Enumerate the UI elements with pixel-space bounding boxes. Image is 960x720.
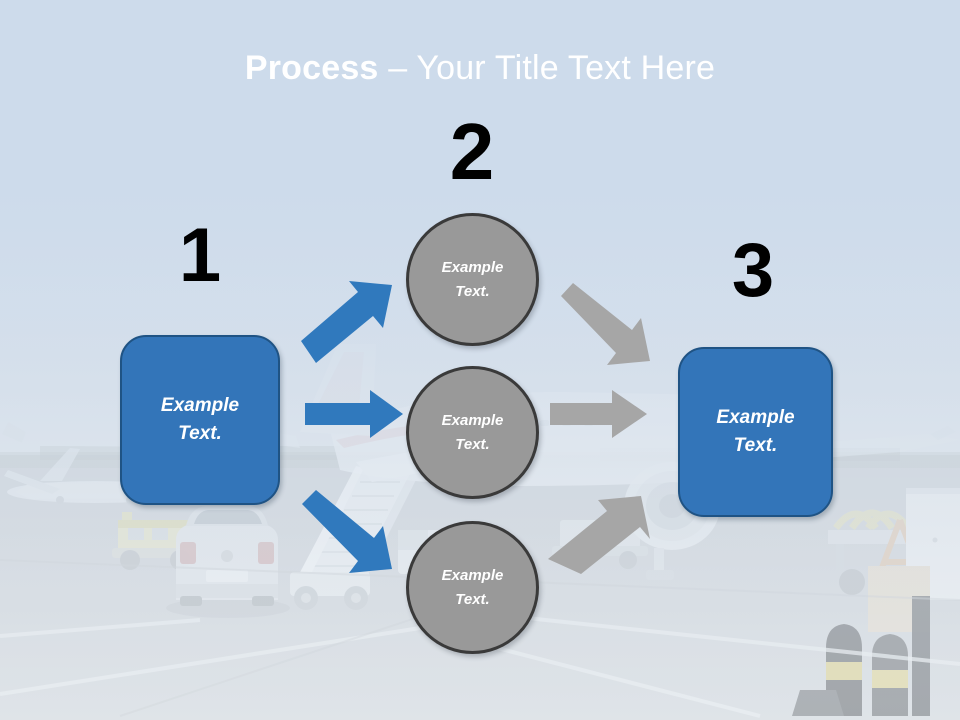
process-circle-top[interactable]: Example Text.: [406, 213, 539, 346]
page-title: Process – Your Title Text Here: [0, 49, 960, 87]
process-box-left-line1: Example: [160, 394, 240, 416]
process-circle-middle[interactable]: Example Text.: [406, 366, 539, 499]
process-box-left-text: Example Text.: [161, 392, 239, 449]
process-circle-bottom-line2: Text.: [455, 590, 490, 608]
process-circle-bottom-line1: Example: [441, 567, 504, 585]
process-circle-bottom-text: Example Text.: [442, 564, 504, 611]
process-circle-middle-text: Example Text.: [442, 409, 504, 456]
step-number-1: 1: [178, 213, 222, 298]
process-circle-middle-line2: Text.: [455, 435, 490, 453]
process-circle-top-line2: Text.: [455, 282, 490, 300]
process-circle-top-line1: Example: [441, 259, 504, 277]
process-circle-middle-line1: Example: [441, 412, 504, 430]
page-title-bold: Process: [244, 49, 379, 87]
process-box-left-line2: Text.: [178, 423, 222, 444]
process-box-right-line1: Example: [716, 406, 795, 428]
step-number-2: 2: [449, 107, 495, 196]
process-box-right-text: Example Text.: [716, 404, 794, 461]
process-box-left[interactable]: Example Text.: [120, 335, 280, 505]
process-circle-bottom[interactable]: Example Text.: [406, 521, 539, 654]
step-number-3: 3: [731, 228, 775, 313]
process-circle-top-text: Example Text.: [442, 256, 504, 303]
page-title-light: – Your Title Text Here: [378, 49, 716, 87]
process-box-right-line2: Text.: [733, 435, 778, 456]
process-box-right[interactable]: Example Text.: [678, 347, 833, 517]
